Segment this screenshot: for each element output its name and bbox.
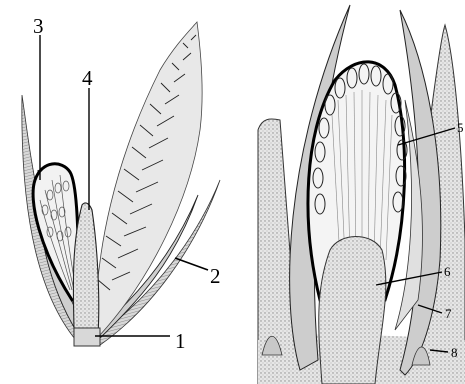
label-1: 1: [175, 329, 186, 353]
plume-outline: [95, 22, 202, 335]
label-3: 3: [33, 14, 44, 38]
label-2: 2: [210, 264, 221, 288]
central-stalk: [319, 237, 386, 384]
label-7: 7: [445, 306, 452, 321]
right-longitudinal-section: 5 6 7 8: [258, 5, 465, 384]
label-4: 4: [82, 66, 93, 90]
label-6: 6: [444, 264, 451, 279]
left-longitudinal-section: 3 4 2 1: [22, 14, 221, 353]
label-8: 8: [451, 345, 458, 360]
label-5: 5: [457, 120, 464, 135]
receptacle-base: [74, 328, 100, 346]
